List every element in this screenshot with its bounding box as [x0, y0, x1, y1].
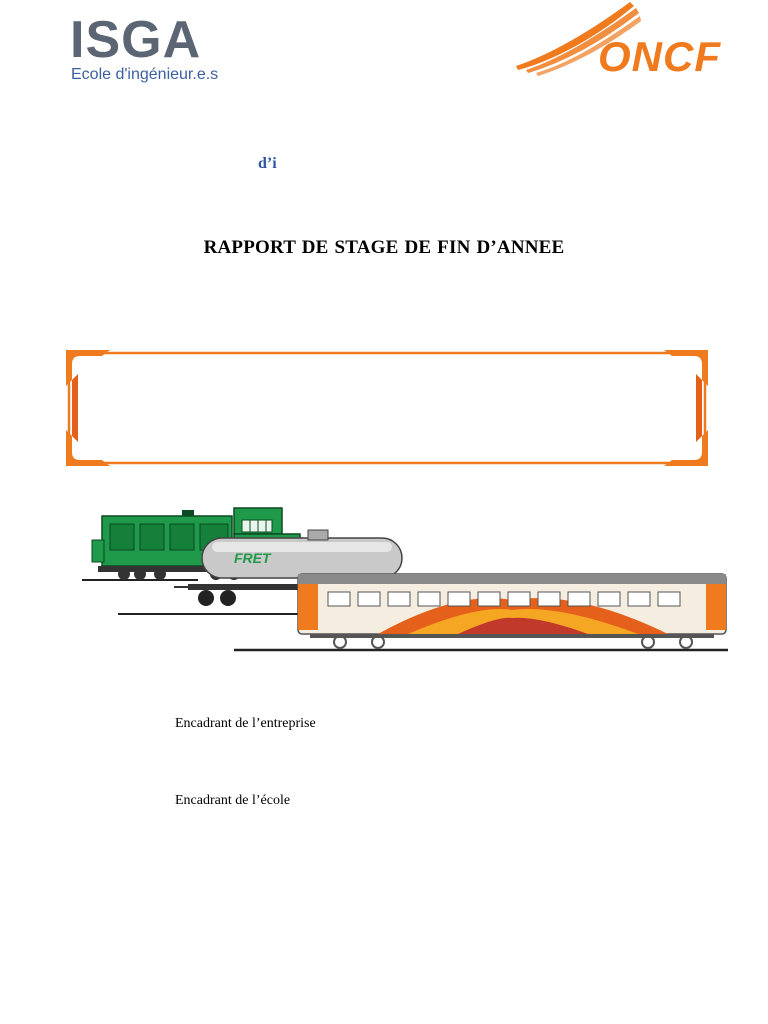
report-title: RAPPORT DE STAGE DE FIN D’ANNEE: [203, 237, 565, 258]
company-supervisor-label: Encadrant de l’entreprise: [175, 716, 316, 731]
isga-logo-subtitle: Ecole d'ingénieur.e.s: [71, 66, 219, 83]
isga-logo-text: ISGA: [70, 11, 202, 69]
fret-label: FRET: [234, 550, 272, 566]
tank-wagon: FRET: [174, 529, 403, 606]
train-illustration-icon: FRET: [82, 507, 728, 652]
oncf-logo: ONCF: [512, 0, 752, 84]
fragment-text: d’i: [258, 155, 277, 172]
school-supervisor-label: Encadrant de l’école: [175, 793, 291, 808]
oncf-swoosh-icon: [516, 2, 641, 76]
oncf-logo-text: ONCF: [598, 33, 721, 80]
title-frame: [66, 350, 708, 466]
passenger-car: [297, 573, 727, 649]
isga-logo: ISGA Ecole d'ingénieur.e.s: [70, 14, 230, 94]
